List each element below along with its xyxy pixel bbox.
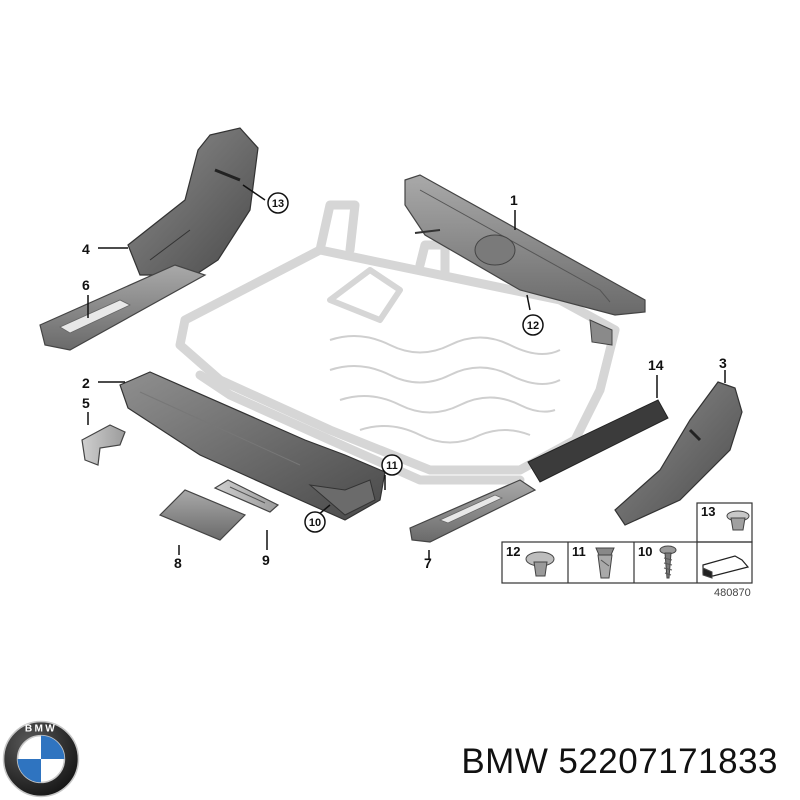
- bmw-logo: BMW: [2, 720, 80, 798]
- callout-14: 14: [648, 357, 664, 373]
- callout-4: 4: [82, 241, 90, 257]
- callout-11: 11: [386, 460, 398, 472]
- callout-13: 13: [272, 198, 284, 210]
- callouts: 1 4 6 2 5 14 3 8 9 7: [82, 192, 727, 571]
- circled-callouts: 13 12 11 10: [267, 192, 544, 533]
- callout-3: 3: [719, 355, 727, 371]
- part-side-trim: [119, 371, 386, 521]
- diagram-number: 480870: [714, 587, 751, 599]
- legend-label-10: 10: [638, 544, 652, 559]
- callout-8: 8: [174, 555, 182, 571]
- part-left-rail-cover: [39, 264, 207, 351]
- clip-nut-icon: [595, 547, 615, 579]
- callout-12: 12: [527, 320, 539, 332]
- part-guide-strip: [213, 479, 280, 513]
- small-parts-legend: [501, 502, 753, 584]
- legend-label-12: 12: [506, 544, 520, 559]
- callout-6: 6: [82, 277, 90, 293]
- leader-lines: [87, 184, 726, 560]
- part-felt-strip: [527, 399, 669, 483]
- part-right-rail-cover: [409, 479, 537, 543]
- caption-part-number: 52207171833: [558, 742, 778, 781]
- arrow-pointer-icon: [702, 555, 750, 579]
- callout-9: 9: [262, 552, 270, 568]
- plastic-rivet-icon: [525, 551, 555, 577]
- logo-lettering: BMW: [25, 724, 57, 735]
- legend-label-11: 11: [572, 544, 586, 559]
- callout-10: 10: [309, 517, 321, 529]
- legend-numbers: 13 12 11 10: [506, 504, 715, 559]
- part-side-cover: [614, 381, 743, 526]
- seat-springs: [329, 335, 561, 444]
- part-cover-plate: [158, 489, 247, 541]
- push-rivet-icon: [726, 510, 750, 531]
- legend-icons: [525, 510, 750, 579]
- legend-label-13: 13: [701, 504, 715, 519]
- callout-7: 7: [424, 555, 432, 571]
- callout-2: 2: [82, 375, 90, 391]
- part-rear-trim: [404, 174, 646, 346]
- part-side-bracket: [127, 127, 259, 276]
- caption-brand: BMW: [461, 742, 549, 781]
- callout-5: 5: [82, 395, 90, 411]
- part-clip-cover: [81, 424, 126, 466]
- screw-icon: [659, 545, 677, 579]
- callout-1: 1: [510, 192, 518, 208]
